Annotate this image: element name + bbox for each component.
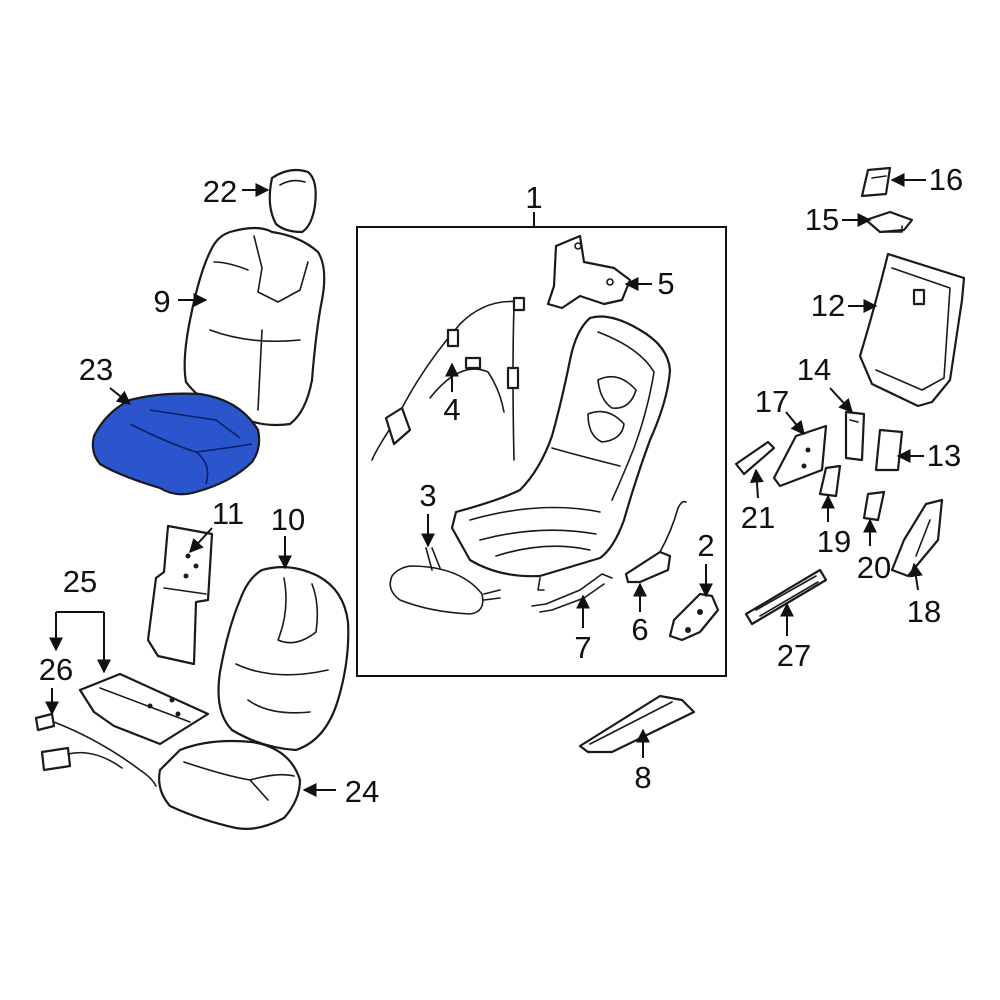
part-24-cushion-pad[interactable] [158,739,302,830]
part-11-pad[interactable] [146,524,214,666]
part-15-switch[interactable] [864,210,914,234]
callout-1[interactable]: 1 [525,180,542,215]
callout-12[interactable]: 12 [811,288,845,323]
part-1-seat-frame[interactable] [450,315,672,591]
part-9-seatback-cover[interactable] [183,226,326,427]
part-19-cap[interactable] [818,464,842,498]
callout-26[interactable]: 26 [39,652,73,687]
part-25-heater-mat[interactable] [78,672,210,746]
callout-2[interactable]: 2 [697,528,714,563]
callout-27[interactable]: 27 [777,638,811,673]
callout-23[interactable]: 23 [79,352,113,387]
callout-17[interactable]: 17 [755,384,789,419]
part-3-wire[interactable] [389,547,501,615]
callout-8[interactable]: 8 [634,760,651,795]
part-2-motor[interactable] [668,592,720,642]
callout-14[interactable]: 14 [797,352,831,387]
callout-7[interactable]: 7 [574,630,591,665]
callout-19[interactable]: 19 [817,524,851,559]
part-18-side-cover[interactable] [890,498,944,578]
part-27-side-shield[interactable] [744,568,828,626]
callout-18[interactable]: 18 [907,594,941,629]
part-12-back-panel[interactable] [858,252,966,408]
seat-frame-group-box [356,226,727,677]
leader-lines [45,173,926,797]
callout-labels: 1 2 3 4 5 6 7 8 9 10 11 12 13 14 15 16 1… [39,162,963,809]
callout-24[interactable]: 24 [345,774,379,809]
part-10-seatback-pad[interactable] [217,565,350,752]
callout-5[interactable]: 5 [657,266,674,301]
callout-9[interactable]: 9 [153,284,170,319]
part-5-bracket[interactable] [546,234,632,310]
part-26-wiring-harness[interactable] [34,712,157,787]
callout-20[interactable]: 20 [857,550,891,585]
callout-15[interactable]: 15 [805,202,839,237]
part-21-bracket[interactable] [734,440,776,476]
callout-16[interactable]: 16 [929,162,963,197]
part-17-trim[interactable] [772,424,828,488]
callout-25[interactable]: 25 [63,564,97,599]
part-7-rod[interactable] [531,573,613,613]
callout-11[interactable]: 11 [212,496,244,531]
callout-10[interactable]: 10 [271,502,305,537]
part-22-headrest[interactable] [268,168,317,234]
part-23-seat-cushion[interactable] [91,392,261,496]
callout-6[interactable]: 6 [631,612,648,647]
part-14-cover[interactable] [844,410,866,462]
part-8-track[interactable] [578,694,696,754]
callout-3[interactable]: 3 [419,478,436,513]
part-20-cap[interactable] [862,490,886,522]
part-6-side-trim[interactable] [624,500,687,584]
part-13-cover[interactable] [874,428,904,472]
callout-22[interactable]: 22 [203,174,237,209]
callout-13[interactable]: 13 [927,438,961,473]
callout-21[interactable]: 21 [741,500,775,535]
part-16-clip[interactable] [860,166,892,198]
callout-4[interactable]: 4 [443,392,460,427]
part-4-cable[interactable] [371,296,526,461]
